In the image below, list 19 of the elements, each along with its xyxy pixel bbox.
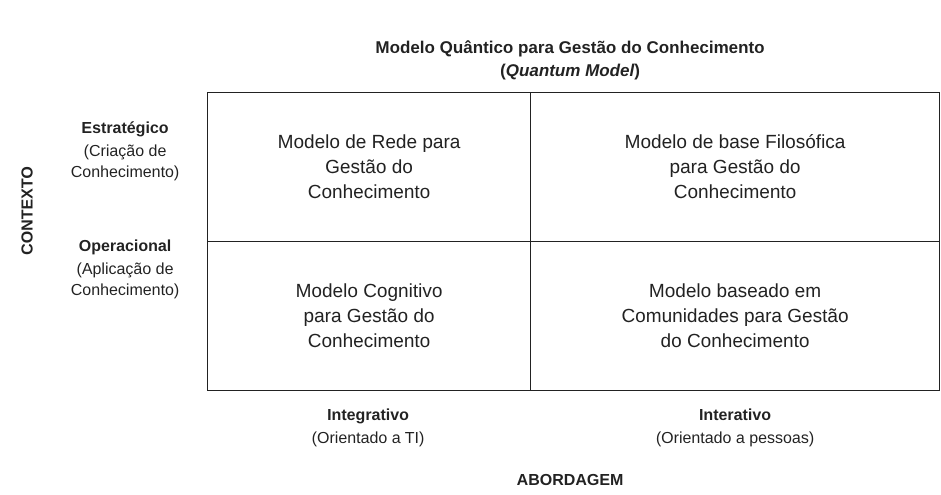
column-description: (Orientado a TI) <box>310 429 426 449</box>
cell-text: Modelo de base Filosófica para Gestão do Conhecimento <box>624 130 846 204</box>
diagram-title: Modelo Quântico para Gestão do Conhecimento (Quantum Model) <box>374 37 766 82</box>
matrix-cell <box>207 92 531 242</box>
cell-text: Modelo baseado em Comunidades para Gestão do Conhecimento <box>620 280 850 354</box>
axis-title: ABORDAGEM <box>516 471 624 491</box>
column-description: (Orientado a pessoas) <box>654 429 816 449</box>
axis-title: CONTEXTO <box>18 165 38 257</box>
cell-text: Modelo Cognitivo para Gestão do Conhecimento <box>294 280 444 354</box>
matrix-cell <box>530 92 940 242</box>
column-heading: Interativo <box>698 406 772 426</box>
cell-text: Modelo de Rede para Gestão do Conhecimento <box>276 130 462 204</box>
matrix-cell <box>207 241 531 391</box>
row-heading: Estratégico <box>80 119 170 139</box>
row-heading: Operacional <box>78 237 172 257</box>
row-description: (Criação de Conhecimento) <box>70 142 180 183</box>
row-description: (Aplicação de Conhecimento) <box>70 260 180 301</box>
column-heading: Integrativo <box>326 406 410 426</box>
matrix-cell <box>530 241 940 391</box>
